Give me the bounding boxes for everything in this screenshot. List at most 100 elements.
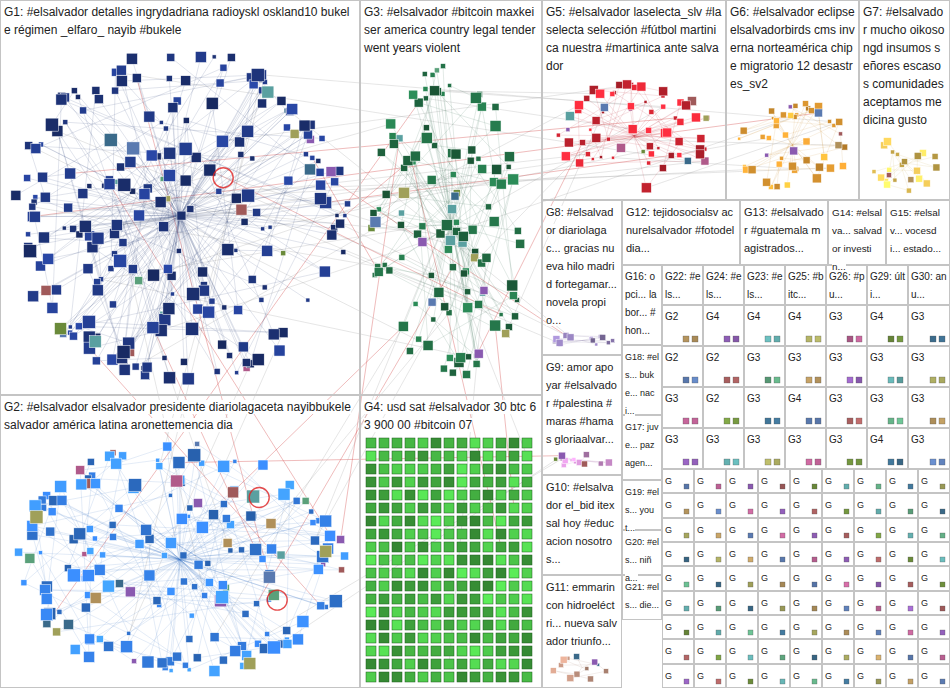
vertex-icon [512, 313, 519, 320]
network-link [186, 120, 312, 157]
vertex-icon [431, 568, 441, 578]
vertex-icon [434, 287, 444, 297]
vertex-icon [366, 490, 376, 500]
vertex-icon [648, 151, 654, 157]
vertex-icon [198, 285, 209, 296]
vertex-icon [193, 499, 202, 508]
inter-group-link [153, 328, 228, 543]
vertex-icon [182, 662, 188, 668]
vertex-icon [119, 364, 130, 375]
vertex-icon [748, 679, 753, 684]
vertex-icon [470, 659, 480, 669]
vertex-icon [81, 603, 90, 612]
vertex-icon [583, 452, 589, 458]
vertex-icon [135, 539, 144, 548]
vertex-icon [939, 459, 945, 465]
vertex-icon [856, 418, 862, 424]
vertex-icon [812, 582, 817, 587]
vertex-icon [522, 607, 532, 617]
group-label: G20: #els... niña... [625, 537, 659, 583]
network-link [793, 126, 834, 145]
panel-label-wrap: G18: #els... buke... naci... [623, 346, 661, 418]
vertex-icon [930, 418, 936, 424]
group-label: G13: #elsalvador #guatemala magistrados.… [744, 206, 824, 254]
vertex-icon [406, 347, 413, 354]
group-label: G4: usd sat #elsalvador 30 btc 63 900 00… [364, 400, 536, 432]
group-label: G4 [706, 311, 719, 322]
vertex-icon [774, 184, 780, 190]
vertex-icon [107, 354, 118, 365]
vertex-icon [724, 377, 730, 383]
vertex-icon [939, 377, 945, 383]
vertex-icon [261, 227, 265, 231]
vertex-icon [427, 175, 436, 184]
group-label: G5: #elsalvador laselecta_slv #laselecta… [546, 5, 721, 73]
vertex-icon [431, 607, 441, 617]
vertex-icon [75, 323, 82, 330]
vertex-icon [392, 529, 402, 539]
vertex-icon [176, 248, 181, 253]
vertex-icon [457, 607, 467, 617]
vertex-icon [251, 69, 264, 82]
vertex-icon [379, 529, 389, 539]
vertex-icon [222, 244, 234, 256]
vertex-icon [132, 74, 141, 83]
vertex-icon [366, 568, 376, 578]
vertex-icon [325, 530, 336, 541]
vertex-icon [780, 509, 785, 514]
network-link [80, 470, 89, 657]
vertex-icon [457, 529, 467, 539]
vertex-icon [605, 459, 612, 466]
vertex-icon [566, 128, 570, 132]
vertex-icon [483, 633, 493, 643]
vertex-icon [418, 542, 428, 552]
group-panel: G24: #els... [703, 265, 744, 305]
vertex-icon [465, 289, 471, 295]
vertex-icon [467, 157, 474, 164]
group-panel: G29: últi... [867, 265, 908, 305]
vertex-icon [227, 353, 233, 359]
vertex-icon [444, 464, 454, 474]
group-panel: G19: #els... yout... [622, 480, 662, 530]
network-link [180, 560, 287, 644]
network-link [634, 136, 646, 188]
vertex-icon [748, 606, 753, 611]
vertex-icon [733, 459, 739, 465]
vertex-icon [45, 118, 58, 131]
group-label: G14: #elsalva... salvador investin... [832, 207, 882, 272]
vertex-icon [812, 174, 821, 183]
group-label: G6: #elsalvador eclipse elsalvadorbirds … [730, 5, 855, 91]
vertex-icon [940, 557, 945, 562]
vertex-icon [444, 555, 454, 565]
vertex-icon [55, 481, 67, 493]
vertex-icon [431, 529, 441, 539]
group-panel: G14: #elsalva... salvador investin... [828, 200, 886, 265]
vertex-icon [509, 438, 519, 448]
vertex-icon [92, 285, 103, 296]
vertex-icon [418, 659, 428, 669]
vertex-icon [683, 418, 689, 424]
vertex-icon [127, 631, 131, 635]
network-link [773, 118, 793, 145]
vertex-icon [284, 176, 293, 185]
vertex-icon [939, 418, 945, 424]
vertex-icon [902, 159, 908, 165]
vertex-icon [897, 418, 903, 424]
vertex-icon [163, 264, 172, 273]
vertex-icon [109, 521, 116, 528]
network-link [634, 122, 680, 136]
vertex-icon [405, 464, 415, 474]
vertex-icon [483, 659, 493, 669]
vertex-icon [748, 655, 753, 660]
vertex-icon [144, 570, 155, 581]
network-link [496, 107, 513, 286]
vertex-icon [844, 557, 849, 562]
vertex-icon [262, 245, 273, 256]
network-link [379, 209, 475, 252]
vertex-icon [28, 291, 39, 302]
vertex-icon [180, 358, 187, 365]
vertex-icon [483, 490, 493, 500]
vertex-icon [242, 189, 255, 202]
vertex-icon [812, 606, 817, 611]
vertex-icon [418, 238, 427, 247]
